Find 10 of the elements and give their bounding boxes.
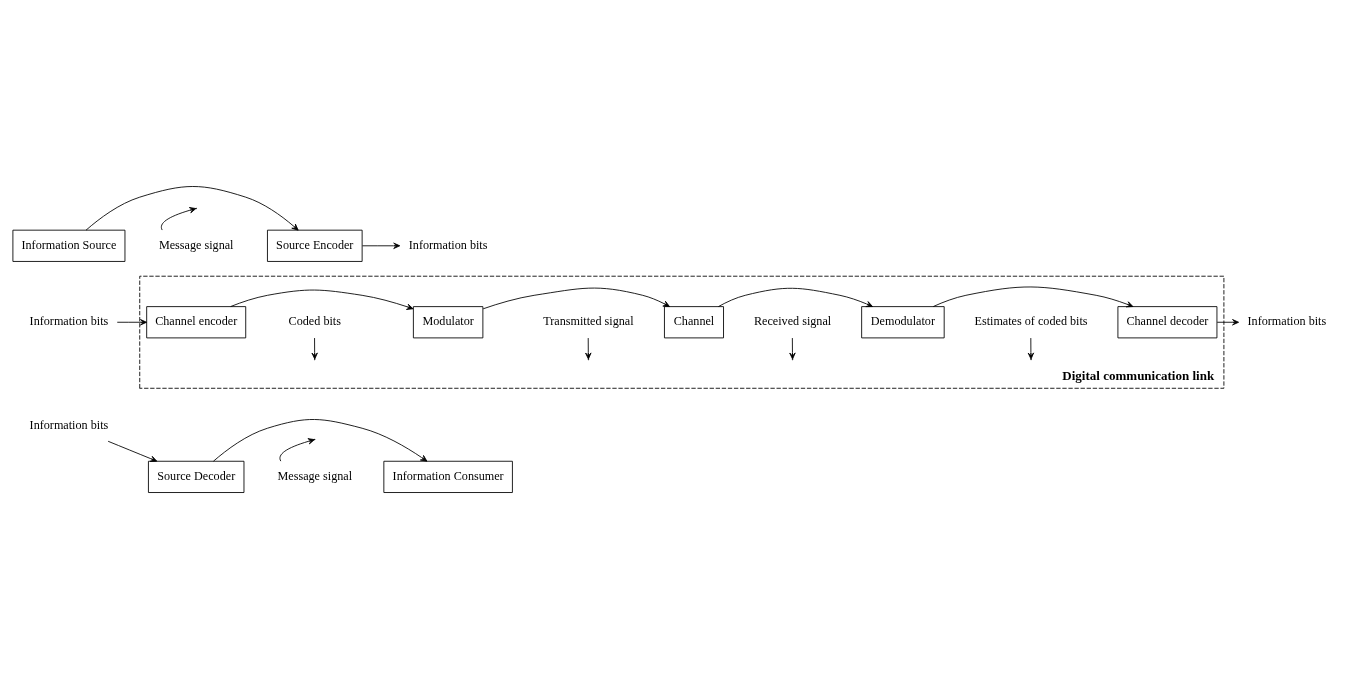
node-text: Information bits (29, 313, 109, 328)
node-text: Received signal (753, 313, 832, 328)
node-text: Transmitted signal (543, 313, 634, 328)
node-text: Information bits (408, 237, 488, 252)
node-text: Message signal (158, 237, 234, 252)
node-text: Estimates of coded bits (974, 313, 1088, 328)
node-text: Message signal (277, 468, 353, 483)
node-text: Coded bits (288, 313, 341, 328)
node-text: Information bits (1247, 313, 1327, 328)
node-text: Information bits (29, 417, 109, 432)
